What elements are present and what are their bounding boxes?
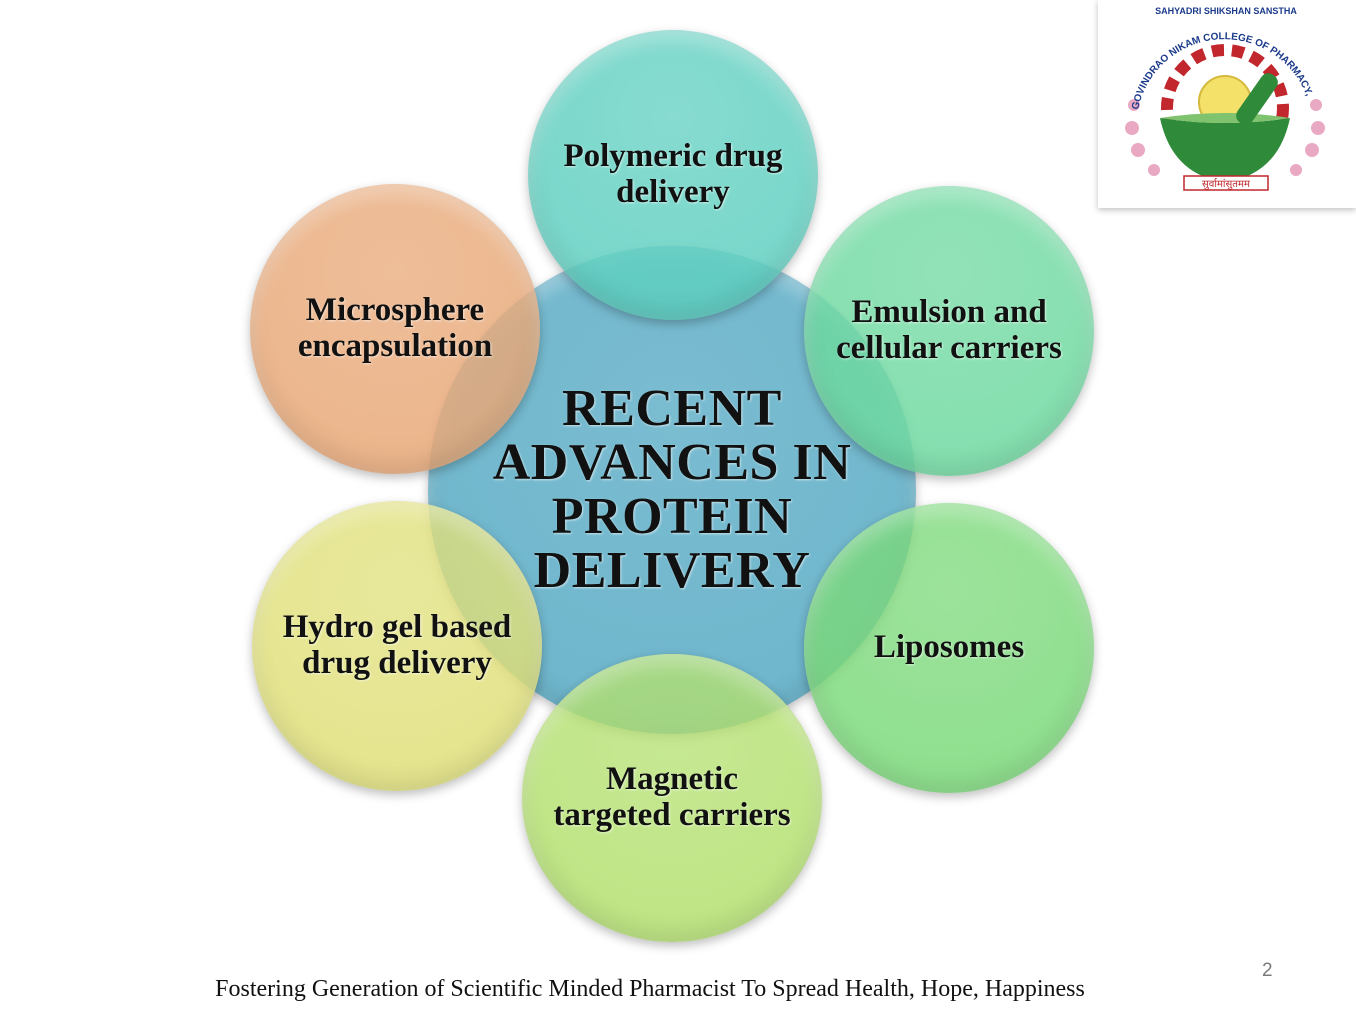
label-microsphere: Microsphere encapsulation [297,292,493,364]
logo-arc-text-top: SAHYADRI SHIKSHAN SANSTHA [1155,6,1297,16]
label-magnetic: Magnetic targeted carriers [553,761,791,833]
label-emulsion: Emulsion and cellular carriers [836,294,1062,366]
label-liposomes: Liposomes [873,629,1025,666]
center-label: RECENT ADVANCES IN PROTEIN DELIVERY [492,379,852,600]
logo-motto: सुर्वामांसुतमम [1202,178,1251,190]
college-seal-icon: सुर्वामांसुतमम GOVINDRAO NIKAM COLLEGE O… [1094,0,1325,191]
college-logo: सुर्वामांसुतमम GOVINDRAO NIKAM COLLEGE O… [1094,0,1356,208]
label-polymeric: Polymeric drug delivery [563,138,783,210]
circle-polymeric: Polymeric drug delivery [528,30,818,320]
circle-magnetic: Magnetic targeted carriers [522,654,822,942]
circle-emulsion: Emulsion and cellular carriers [804,186,1094,476]
label-hydrogel: Hydro gel based drug delivery [282,609,512,681]
circle-hydrogel: Hydro gel based drug delivery [252,501,542,791]
footer-tagline: Fostering Generation of Scientific Minde… [215,976,1085,1002]
circle-microsphere: Microsphere encapsulation [250,184,540,474]
circle-liposomes: Liposomes [804,503,1094,793]
page-number: 2 [1262,960,1273,981]
